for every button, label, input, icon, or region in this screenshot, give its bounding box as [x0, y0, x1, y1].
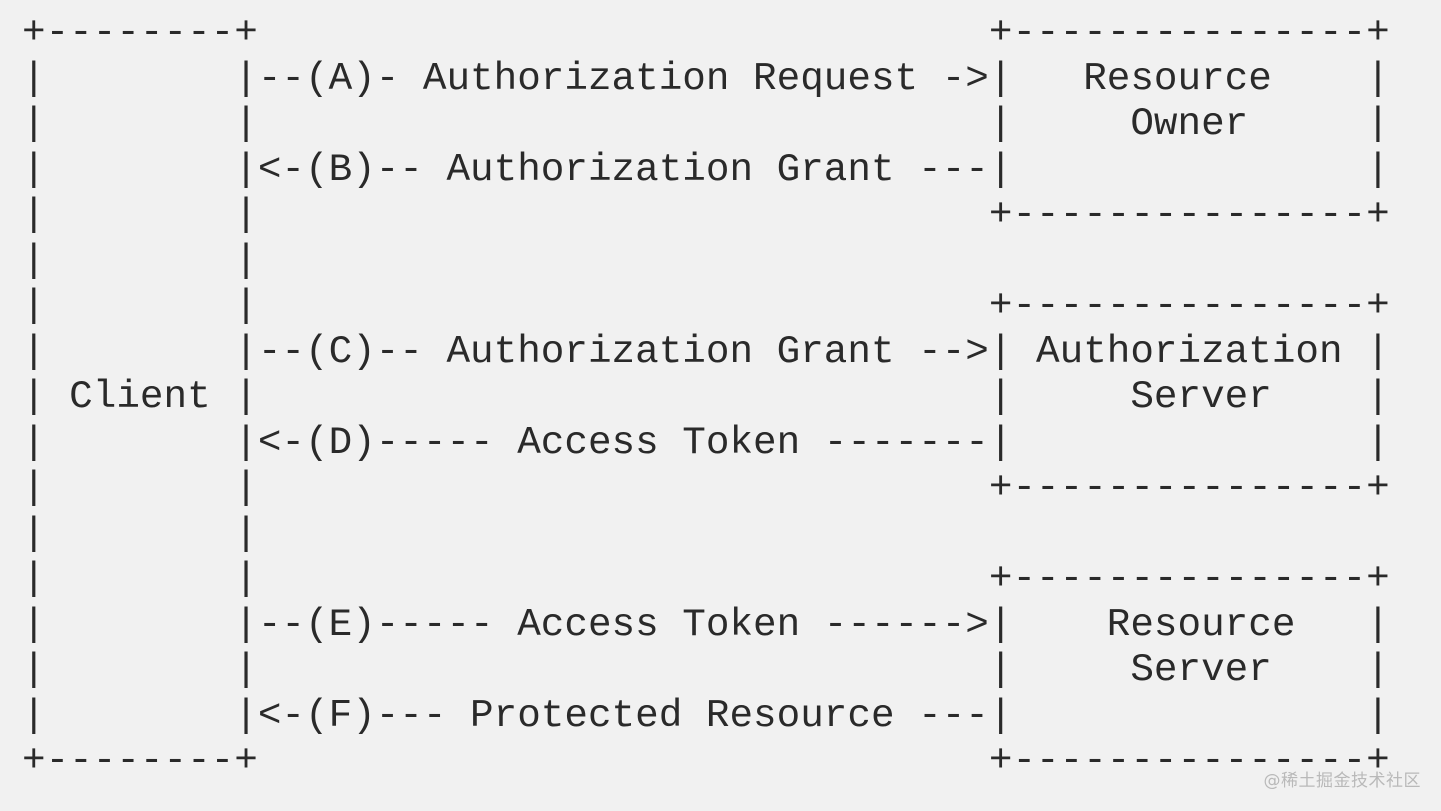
- diagram-line-request-a: | |--(A)- Authorization Request ->| Reso…: [22, 55, 1390, 101]
- diagram-line-top-border: +--------+ +---------------+: [22, 10, 1390, 55]
- diagram-line-resource-server-label: | | | Server |: [22, 647, 1390, 692]
- diagram-line-bottom-border: +--------+ +---------------+: [22, 738, 1390, 783]
- watermark: @稀土掘金技术社区: [1263, 771, 1421, 791]
- diagram-line-auth-server-bottom: | | +---------------+: [22, 465, 1390, 510]
- oauth-ascii-diagram: +--------+ +---------------+| |--(A)- Au…: [22, 10, 1390, 784]
- diagram-line-resource-owner-label: | | | Owner |: [22, 101, 1390, 146]
- diagram-line-spacer-1: | |: [22, 237, 258, 283]
- diagram-line-grant-b: | |<-(B)-- Authorization Grant ---| |: [22, 146, 1390, 192]
- diagram-line-token-e: | |--(E)----- Access Token ------>| Reso…: [22, 601, 1390, 647]
- diagram-line-auth-server-top: | | +---------------+: [22, 283, 1390, 328]
- diagram-line-resource-owner-bottom: | | +---------------+: [22, 192, 1390, 237]
- diagram-line-token-d: | |<-(D)----- Access Token -------| |: [22, 419, 1390, 465]
- diagram-line-grant-c: | |--(C)-- Authorization Grant -->| Auth…: [22, 328, 1390, 374]
- diagram-line-client-label: | Client | | Server |: [22, 374, 1390, 419]
- diagram-line-resource-f: | |<-(F)--- Protected Resource ---| |: [22, 692, 1390, 738]
- diagram-line-resource-server-top: | | +---------------+: [22, 556, 1390, 601]
- diagram-line-spacer-2: | |: [22, 510, 258, 556]
